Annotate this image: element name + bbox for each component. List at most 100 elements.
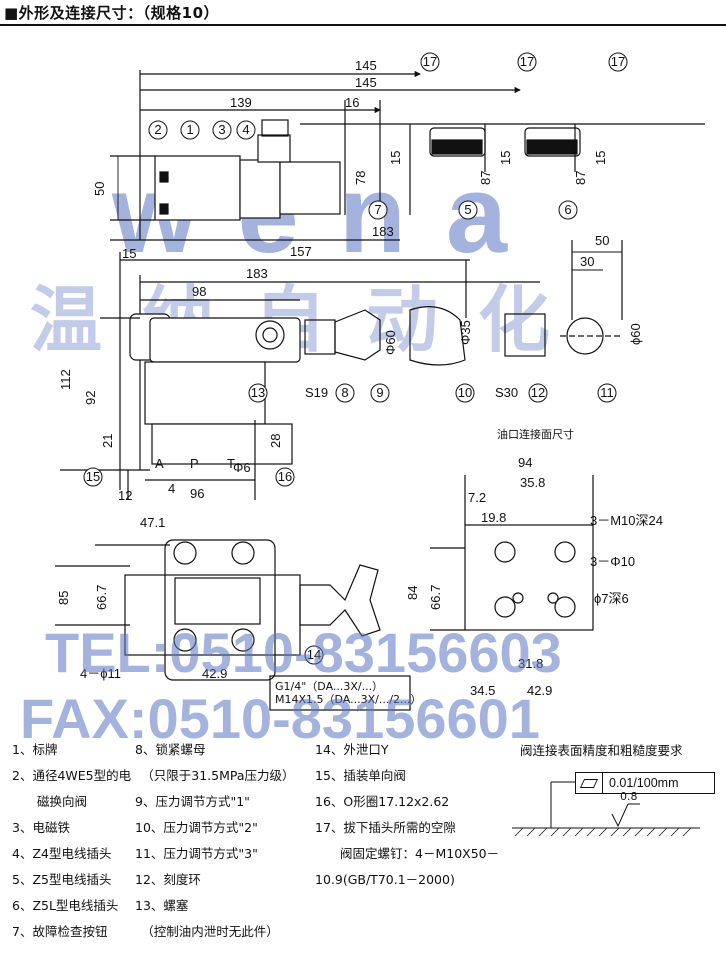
legend-item: 8、锁紧螺母 [135,742,206,757]
flatness-value: 0.01/100mm [609,776,679,790]
dim-84: 84 [405,586,420,600]
dim-s19: S19 [305,385,328,400]
callout-14: 14 [307,647,321,662]
page-title: ■外形及连接尺寸：（规格10） [4,4,220,22]
front-view [60,240,623,500]
thread-spec-1: G1/4"（DA...3X/...） [275,680,383,693]
flatness-icon [576,773,603,793]
dim-phi7: ϕ7深6 [594,591,629,606]
legend-item: 7、故障检查按钮 [12,924,108,939]
port-face-view [430,475,594,631]
legend-column-3: 14、外泄口Y 15、插装单向阀 16、O形圈17.12x2.62 17、拔下插… [315,737,499,893]
dim-21: 21 [100,434,115,448]
legend-item: 10.9(GB/T70.1－2000) [315,872,455,887]
callout-9: 9 [376,385,383,400]
callout-6: 6 [564,202,571,217]
callout-3: 3 [218,122,225,137]
legend-item: 3、电磁铁 [12,820,70,835]
dim-50: 50 [92,182,107,196]
legend-item: 1、标牌 [12,742,58,757]
dim-139: 139 [230,95,252,110]
dim-98: 98 [192,284,206,299]
legend-item: 9、压力调节方式"1" [135,794,250,809]
dim-47-1: 47.1 [140,515,165,530]
dim-phi60b: ϕ60 [628,323,643,345]
dim-145a: 145 [355,58,377,73]
legend-item: 4、Z4型电线插头 [12,846,112,861]
legend-item: 磁换向阀 [12,794,88,809]
legend-item: 6、Z5L型电线插头 [12,898,119,913]
watermark-fax: FAX:0510-83156601 [20,687,540,750]
title-divider [0,24,726,26]
callout-numbers: 2 1 3 4 17 17 17 5 6 7 8 9 10 12 11 13 1… [86,54,625,662]
callout-17b: 17 [520,54,534,69]
dim-92: 92 [83,391,98,405]
top-view [110,70,705,241]
port-face-title: 油口连接面尺寸 [497,427,574,441]
callout-12: 12 [531,385,545,400]
legend-item: 17、拔下插头所需的空隙 [315,820,456,835]
legend-item: 10、压力调节方式"2" [135,820,258,835]
dim-42-9a: 42.9 [202,666,227,681]
callout-17a: 17 [423,54,437,69]
legend-item: 13、螺塞 [135,898,189,913]
callout-8: 8 [341,385,348,400]
callout-17c: 17 [611,54,625,69]
dim-42-9b: 42.9 [527,683,552,698]
thread-spec-2: M14X1.5（DA...3X/.../2...） [275,693,422,706]
dim-7-2: 7.2 [468,490,486,505]
legend-column-1: 1、标牌 2、通径4WE5型的电 磁换向阀 3、电磁铁 4、Z4型电线插头 5、… [12,737,131,945]
legend-item: 12、刻度环 [135,872,201,887]
legend-item: 15、插装单向阀 [315,768,406,783]
dim-12: 12 [118,488,132,503]
dim-15b: 15 [498,151,513,165]
dim-m10: 3－M10深24 [590,513,663,528]
flatness-tolerance-box: 0.01/100mm [575,772,715,794]
legend-item: 11、压力调节方式"3" [135,846,258,861]
callout-5: 5 [464,202,471,217]
dim-28: 28 [268,434,283,448]
callout-11: 11 [600,385,614,400]
dim-3phi10: 3－Φ10 [590,554,635,569]
legend-item: 2、通径4WE5型的电 [12,768,132,783]
callout-16: 16 [278,469,292,484]
dimension-lines [117,70,622,301]
dim-66-7b: 66.7 [428,585,443,610]
legend-item: 阀固定螺钉：4－M10X50－ [315,846,500,861]
callout-10: 10 [458,385,472,400]
port-t-label: T [227,456,235,471]
dim-phi35: Φ35 [458,320,473,345]
dim-85: 85 [56,591,71,605]
dim-19-8: 19.8 [481,510,506,525]
dim-78: 78 [353,171,368,185]
dim-183a: 183 [372,224,394,239]
dim-66-7a: 66.7 [94,585,109,610]
dim-15a: 15 [388,151,403,165]
port-a-label: A [155,456,164,471]
dim-96: 96 [190,486,204,501]
callouts [83,52,628,665]
legend-item: 5、Z5型电线插头 [12,872,112,887]
roughness-title: 阀连接表面精度和粗糙度要求 [520,743,683,758]
dim-145b: 145 [355,75,377,90]
dim-31-8: 31.8 [518,656,543,671]
legend-item: 16、O形圈17.12x2.62 [315,794,450,809]
dim-112: 112 [58,369,73,390]
callout-4: 4 [242,122,249,137]
dim-phi60a: Φ60 [383,330,398,355]
dim-phi6: Φ6 [233,460,251,475]
dim-157: 157 [290,244,312,259]
watermark-tel: TEL:0510-83156603 [45,621,562,684]
dim-183b: 183 [246,266,268,281]
hatching [514,827,692,837]
legend-item: 14、外泄口Y [315,742,389,757]
port-p-label: P [190,456,199,471]
roughness-symbol [512,781,700,829]
legend-column-2: 8、锁紧螺母 （只限于31.5MPa压力级） 9、压力调节方式"1" 10、压力… [135,737,295,945]
callout-1: 1 [186,122,193,137]
dim-4-phi11: 4－ϕ11 [80,666,121,681]
dim-87a: 87 [478,171,493,185]
dim-30: 30 [580,254,594,269]
dim-15d: 15 [122,246,136,261]
dim-16: 16 [345,95,359,110]
